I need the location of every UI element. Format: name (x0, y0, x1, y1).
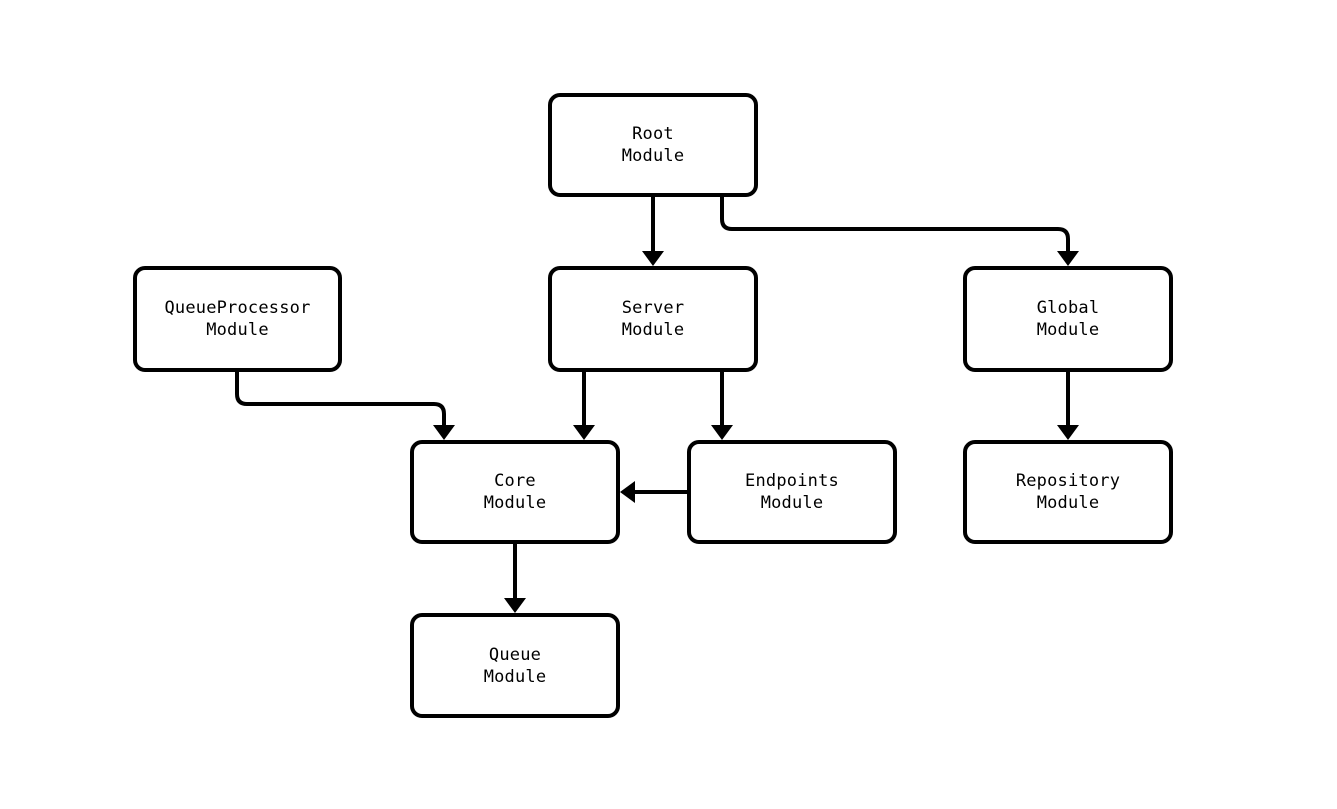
node-label-queue: Queue Module (483, 644, 547, 687)
node-label-endpoints: Endpoints Module (745, 471, 839, 513)
arrowhead-global-to-repository (1057, 425, 1079, 440)
node-core[interactable]: Core Module (410, 440, 620, 544)
node-repository[interactable]: Repository Module (963, 440, 1173, 544)
edge-root-to-global (720, 197, 1070, 260)
node-label-root: Root Module (621, 124, 685, 166)
node-label-global: Global Module (1036, 298, 1100, 340)
node-root[interactable]: Root Module (548, 93, 758, 197)
node-label-server: Server Module (621, 298, 685, 340)
arrowhead-server-to-endpoints (711, 425, 733, 440)
node-label-repository: Repository Module (1015, 471, 1121, 513)
arrowhead-server-to-core (573, 425, 595, 440)
arrowhead-endpoints-to-core (620, 481, 635, 503)
edge-queueprocessor-to-core (235, 372, 446, 434)
arrowhead-queueprocessor-to-core (433, 425, 455, 440)
node-server[interactable]: Server Module (548, 266, 758, 372)
arrowhead-root-to-server (642, 251, 664, 266)
arrowhead-core-to-queue (504, 598, 526, 613)
node-queueprocessor[interactable]: QueueProcessor Module (133, 266, 342, 372)
node-global[interactable]: Global Module (963, 266, 1173, 372)
node-label-queueprocessor: QueueProcessor Module (164, 298, 311, 340)
arrowhead-root-to-global (1057, 251, 1079, 266)
node-endpoints[interactable]: Endpoints Module (687, 440, 897, 544)
node-queue[interactable]: Queue Module (410, 613, 620, 718)
node-label-core: Core Module (483, 471, 547, 513)
